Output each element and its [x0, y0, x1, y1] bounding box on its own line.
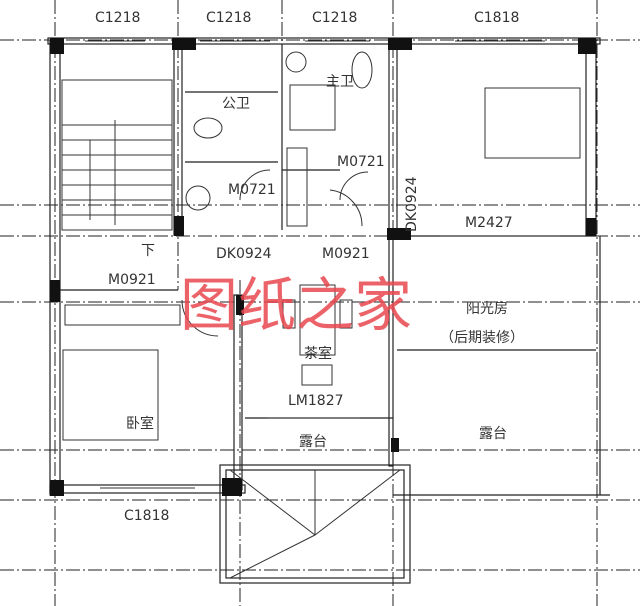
- doors[interactable]: [181, 169, 560, 419]
- room-label-terrace: 露台: [299, 434, 327, 450]
- shower-icon: [289, 84, 336, 131]
- door-label: M0721: [337, 154, 385, 170]
- room-note-sunroom: （后期装修）: [440, 330, 524, 346]
- bed-icon: [62, 349, 159, 441]
- sink-icon: [285, 51, 307, 73]
- window-label: C1218: [206, 10, 251, 26]
- columns: [50, 38, 596, 496]
- window-label: C1818: [124, 508, 169, 524]
- room-label-master-bath: 主卫: [326, 74, 354, 90]
- room-label-tea-room: 茶室: [304, 345, 332, 362]
- door-label: LM1827: [288, 393, 344, 409]
- toilet-icon: [351, 51, 373, 89]
- staircase[interactable]: [61, 79, 173, 231]
- stair-down-label: 下: [141, 243, 155, 259]
- door-label: M0721: [228, 182, 276, 198]
- door-label: M0921: [108, 272, 156, 288]
- room-label-sunroom: 阳光房: [466, 301, 508, 317]
- window-label: C1818: [474, 10, 519, 26]
- bed-icon: [484, 87, 581, 159]
- door-label: DK0924: [216, 246, 272, 262]
- watermark: 图纸之家: [180, 271, 412, 339]
- room-label-bedroom: 卧室: [126, 415, 154, 432]
- furniture: [62, 51, 581, 579]
- door-label: M2427: [465, 215, 513, 231]
- room-label-public-bath: 公卫: [222, 96, 250, 112]
- sink-icon: [185, 185, 211, 211]
- wardrobe-icon: [286, 147, 308, 227]
- room-label-terrace: 露台: [479, 426, 507, 442]
- wardrobe-icon: [64, 304, 181, 326]
- toilet-icon: [193, 117, 223, 139]
- door-label: M0921: [322, 246, 370, 262]
- window-label: C1218: [312, 10, 357, 26]
- roof-tile-icon: [229, 469, 401, 579]
- tea-table-icon: [299, 284, 336, 356]
- door-label: DK0924: [404, 176, 420, 232]
- window-label: C1218: [95, 10, 140, 26]
- windows: [85, 40, 545, 489]
